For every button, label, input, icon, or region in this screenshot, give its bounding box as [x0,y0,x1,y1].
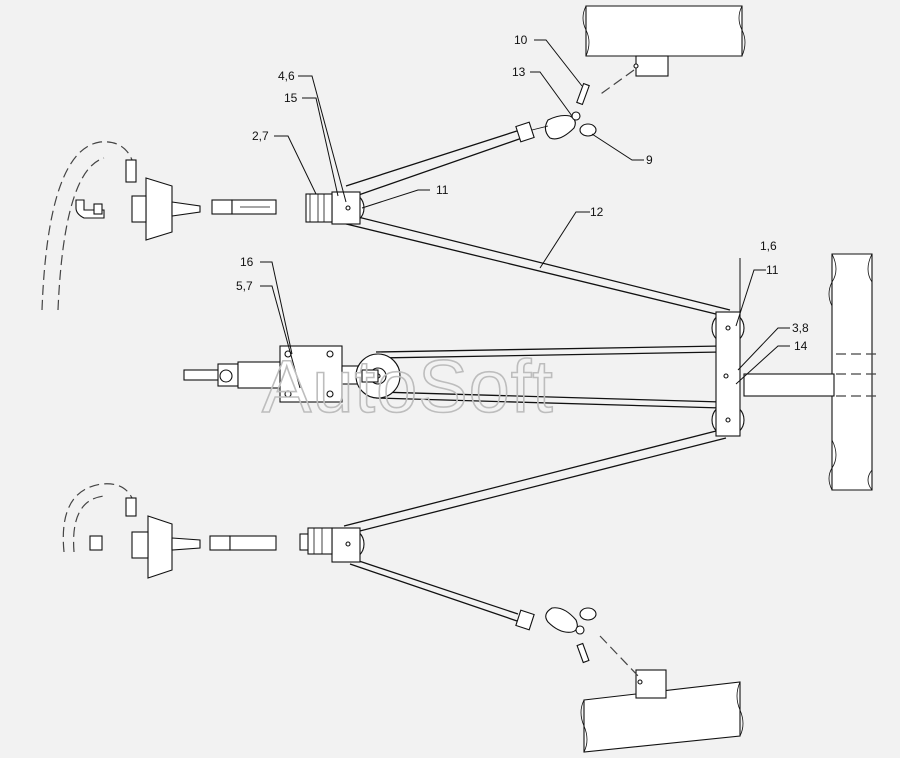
callout-14: 14 [794,339,808,353]
upper-brake-assembly [41,141,277,311]
callout-3-8: 3,8 [792,321,809,335]
equalizer-plate [711,311,745,437]
callout-13: 13 [512,65,526,79]
leader-lines [260,39,790,389]
callout-11-upper: 11 [436,183,449,197]
callout-15: 15 [284,91,298,105]
top-frame-beam [582,5,746,97]
upper-pulley-block [305,191,365,225]
cable-system [337,129,731,623]
middle-pulley [355,353,401,399]
upper-shackle [515,82,597,143]
callout-5-7: 5,7 [236,279,253,293]
callout-labels: 10 13 4,6 15 2,7 11 9 12 16 5,7 1,6 11 3… [236,33,809,353]
callout-4-6: 4,6 [278,69,295,83]
callout-10: 10 [514,33,528,47]
callout-9: 9 [646,153,653,167]
callout-2-7: 2,7 [252,129,269,143]
cylinder-assembly [183,345,363,403]
callout-12: 12 [590,205,604,219]
bottom-frame-beam [580,635,744,753]
watermark-text: AutoSoft [262,345,554,428]
right-frame-post [743,253,880,491]
callout-11-right: 11 [766,263,779,277]
lower-brake-assembly [62,483,313,579]
callout-16: 16 [240,255,254,269]
lower-shackle [515,607,597,664]
lower-pulley-block [307,527,365,563]
callout-1-6: 1,6 [760,239,777,253]
